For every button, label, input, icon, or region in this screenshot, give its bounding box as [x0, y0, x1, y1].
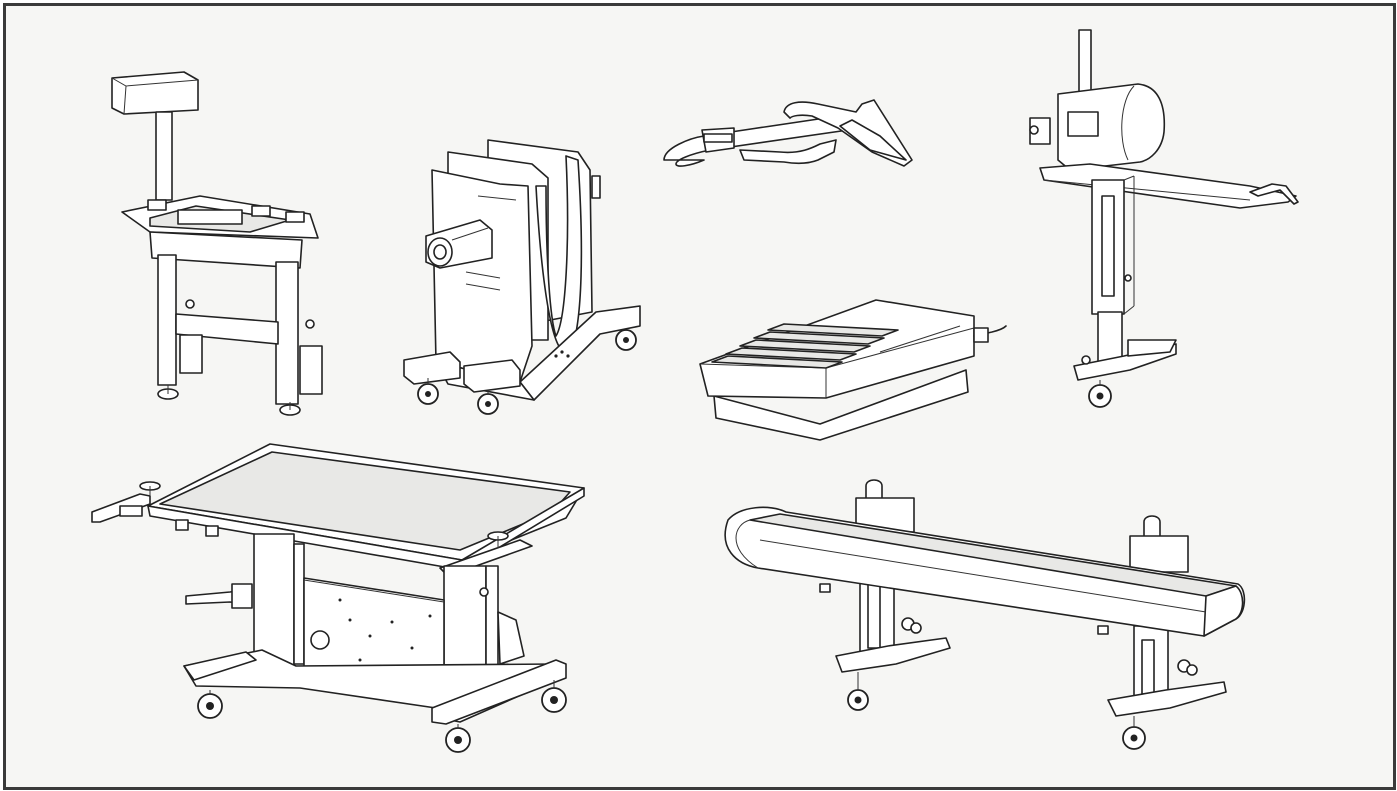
articulated-support-arm-icon [663, 99, 913, 167]
weighing-station-stand-icon [111, 71, 323, 416]
height-adjustable-work-table-icon [91, 443, 585, 753]
mobile-lift-column-icon [1029, 29, 1299, 408]
ribbed-foot-pedal-icon [699, 299, 1007, 441]
upright-transport-cart-icon [403, 139, 641, 415]
mobile-conveyor-belt-icon [724, 479, 1246, 750]
